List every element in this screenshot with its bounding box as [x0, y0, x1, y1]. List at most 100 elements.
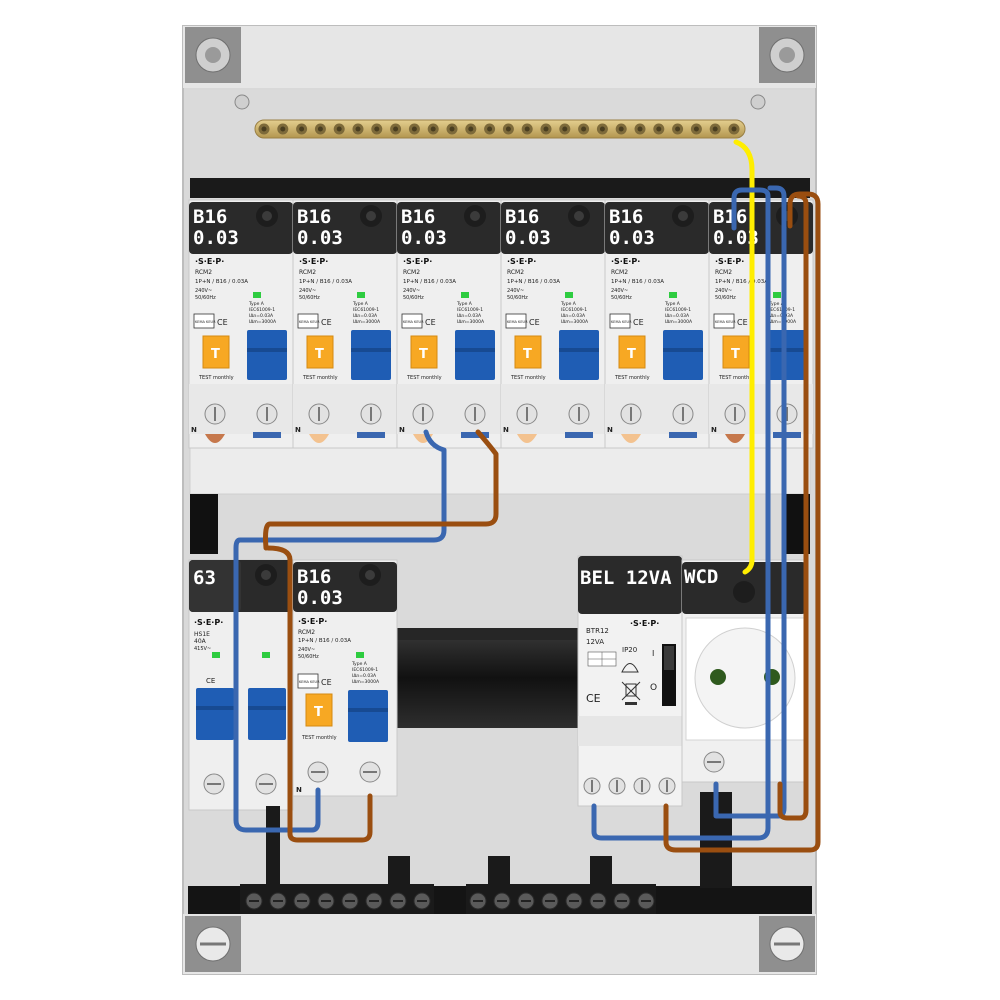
bell-transformer-brand: ·S·E·P· [630, 619, 659, 628]
rcbo-brand: ·S·E·P· [299, 257, 328, 266]
rcbo-frequency: 50/60Hz [403, 295, 424, 301]
rcbo-inc: IΔm=3000A [561, 319, 589, 325]
lower-rcbo-model: RCM2 [298, 629, 315, 636]
rcbo-toggle[interactable] [351, 330, 391, 380]
left-black-strip [190, 494, 218, 554]
main-switch-toggle-2[interactable] [248, 688, 286, 740]
rcbo-toggle[interactable] [455, 330, 495, 380]
rcbo-test-label: TEST monthly [406, 375, 442, 381]
rcbo-test-label: TEST monthly [198, 375, 234, 381]
bell-transformer[interactable]: BEL 12VA ·S·E·P· BTR12 12VA IP20 CE I O [577, 555, 683, 807]
lower-rcbo[interactable]: B16 0.03 ·S·E·P· RCM2 1P+N / B16 / 0.03A… [292, 559, 398, 797]
test-button-glyph: T [523, 347, 532, 362]
rcbo-spec: 1P+N / B16 / 0.03A [507, 279, 560, 285]
neutral-wire-stub [461, 432, 489, 438]
rcbo-test-button[interactable] [514, 335, 542, 369]
rcbo-inc: IΔm=3000A [353, 319, 381, 325]
rcbo-voltage: 240V~ [611, 288, 628, 294]
lower-rcbo-idn: IΔn=0.03A [352, 673, 377, 679]
rcbo-toggle[interactable] [559, 330, 599, 380]
rcbo-ce-mark: CE [425, 318, 436, 327]
lower-rcbo-test-button[interactable] [305, 693, 333, 727]
earth-busbar [234, 94, 766, 139]
rcbo-rating: B16 [401, 206, 435, 228]
rcbo-sensitivity: 0.03 [609, 227, 655, 249]
rcbo-test-label: TEST monthly [510, 375, 546, 381]
main-switch-indicator-2 [262, 652, 270, 658]
rcbo-test-label: TEST monthly [302, 375, 338, 381]
rcbo-sensitivity: 0.03 [193, 227, 239, 249]
rcbo-spec: 1P+N / B16 / 0.03A [299, 279, 352, 285]
neutral-wire-stub [357, 432, 385, 438]
main-switch[interactable]: 63 ·S·E·P· HS1E 40A 415V~ CE [188, 559, 294, 811]
rcbo-spec: 1P+N / B16 / 0.03A [715, 279, 768, 285]
rcbo-test-button[interactable] [722, 335, 750, 369]
rcbo-test-button[interactable] [306, 335, 334, 369]
rcbo-standard: IEC61009-1 [457, 307, 483, 313]
rcbo-standard: IEC61009-1 [561, 307, 587, 313]
lower-rcbo-inc: IΔm=3000A [352, 679, 380, 685]
neutral-wire-stub [669, 432, 697, 438]
socket-label: WCD [684, 566, 718, 588]
svg-text:T: T [314, 705, 323, 720]
rcbo-toggle[interactable] [767, 330, 807, 380]
rcbo-idn: IΔn=0.03A [353, 313, 378, 319]
socket-outlet[interactable]: WCD [681, 559, 807, 783]
rcbo-toggle[interactable] [663, 330, 703, 380]
neutral-link [205, 434, 225, 443]
rcbo-voltage: 240V~ [507, 288, 524, 294]
rcbo-brand: ·S·E·P· [715, 257, 744, 266]
lower-rcbo-toggle[interactable] [348, 690, 388, 742]
rcbo-standard: IEC61009-1 [353, 307, 379, 313]
wire-blue-feed-top [233, 429, 447, 833]
rcbo-test-button[interactable] [618, 335, 646, 369]
rcbo-kema-mark: KEMA KEUR [195, 320, 216, 324]
main-switch-toggle-1[interactable] [196, 688, 234, 740]
rcbo-indicator [357, 292, 365, 298]
rcbo-indicator [565, 292, 573, 298]
rcbo-test-button[interactable] [410, 335, 438, 369]
main-switch-ce: CE [206, 677, 215, 685]
lower-rail-lip [396, 628, 580, 640]
rcbo-neutral-label: N [711, 426, 717, 434]
rcbo-ce-mark: CE [321, 318, 332, 327]
rcbo-sensitivity: 0.03 [297, 227, 343, 249]
rcbo-inc: IΔm=3000A [457, 319, 485, 325]
rcbo-model: RCM2 [403, 269, 420, 276]
rcbo-voltage: 240V~ [715, 288, 732, 294]
rcbo-rating: B16 [505, 206, 539, 228]
rcbo-neutral-label: N [399, 426, 405, 434]
bell-transformer-ip: IP20 [622, 646, 637, 654]
neutral-link [725, 434, 745, 443]
wiring [233, 139, 821, 853]
lower-din-rail [396, 628, 580, 728]
main-switch-rating: 40A [194, 638, 207, 645]
wire-brown-bell [663, 191, 821, 853]
rcbo-model: RCM2 [715, 269, 732, 276]
test-button-glyph: T [627, 347, 636, 362]
rcbo-frequency: 50/60Hz [299, 295, 320, 301]
neutral-wire-stub [253, 432, 281, 438]
rcbo-kema-mark: KEMA KEUR [715, 320, 736, 324]
rcbo-sensitivity: 0.03 [505, 227, 551, 249]
rcbo-brand: ·S·E·P· [403, 257, 432, 266]
rcbo-rating: B16 [609, 206, 643, 228]
rcbo-rating: B16 [713, 206, 747, 228]
lower-rcbo-voltage: 240V~ [298, 647, 315, 653]
lower-rcbo-brand: ·S·E·P· [298, 617, 327, 626]
rcbo-test-button[interactable] [202, 335, 230, 369]
rcbo-model: RCM2 [507, 269, 524, 276]
rcbo-rating: B16 [193, 206, 227, 228]
rcbo-frequency: 50/60Hz [611, 295, 632, 301]
rcbo-neutral-label: N [295, 426, 301, 434]
lower-rcbo-spec: 1P+N / B16 / 0.03A [298, 638, 351, 644]
rcbo-toggle[interactable] [247, 330, 287, 380]
wire-brown-lower-rcbo [265, 545, 373, 843]
